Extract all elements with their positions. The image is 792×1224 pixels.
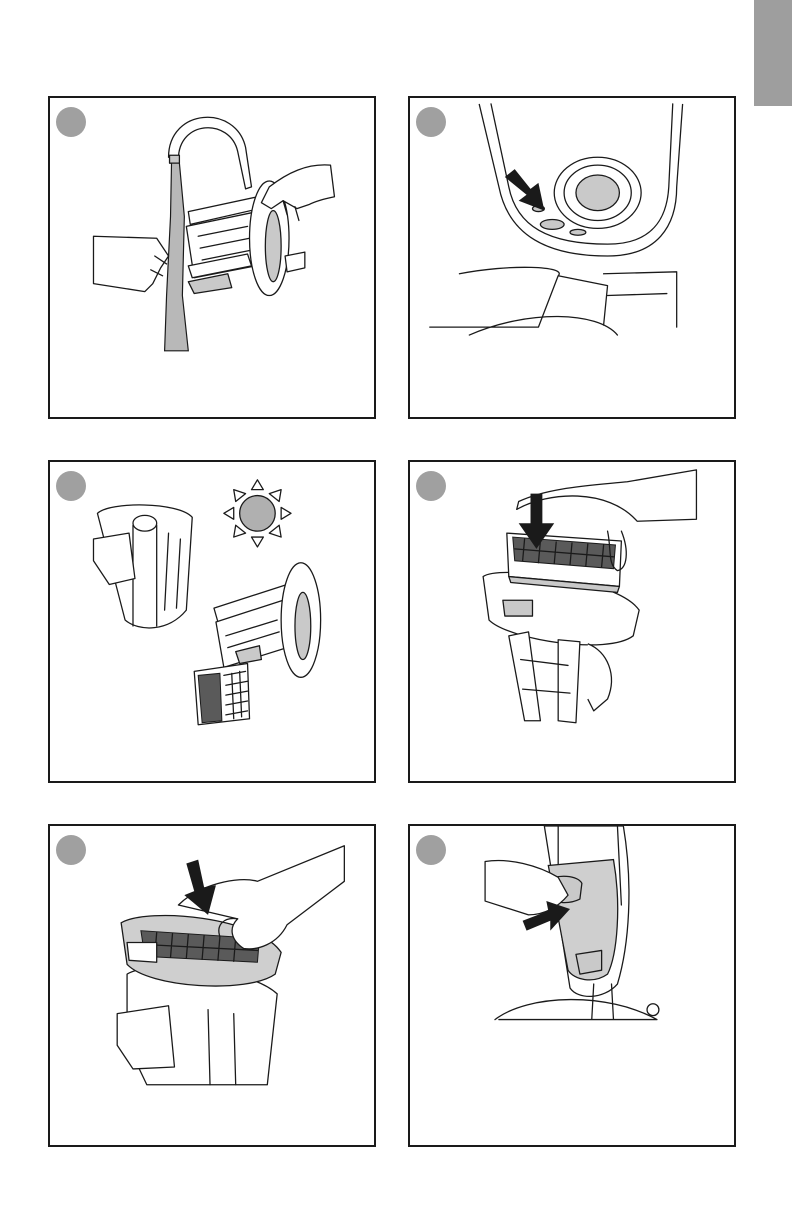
insert-filter-illustration: [410, 462, 734, 781]
step-panel-air-dry: [48, 460, 376, 783]
step-number-dot: [416, 107, 446, 137]
rinse-illustration: [50, 98, 374, 417]
attach-lid-illustration: [50, 826, 374, 1145]
vacuum-body-icon: [495, 826, 659, 1020]
dust-bin-base-icon: [430, 104, 683, 335]
step-panel-check-base: [408, 96, 736, 419]
step-number-dot: [416, 471, 446, 501]
step-number-dot: [56, 835, 86, 865]
dust-cup-icon: [93, 505, 192, 628]
step-number-dot: [416, 835, 446, 865]
filter-housing-icon: [483, 572, 639, 722]
dry-illustration: [50, 462, 374, 781]
filter-housing-icon: [214, 563, 321, 678]
step-number-dot: [56, 107, 86, 137]
filter-icon: [507, 533, 622, 592]
filter-icon: [194, 663, 249, 724]
step-panel-rinse: [48, 96, 376, 419]
section-edge-tab: [754, 0, 792, 106]
base-illustration: [410, 98, 734, 417]
step-panel-insert-filter: [408, 460, 736, 783]
step-panel-reinsert-cup: [408, 824, 736, 1147]
sun-icon: [224, 480, 291, 547]
hand-icon: [93, 236, 168, 291]
reinsert-illustration: [410, 826, 734, 1145]
step-panel-attach-lid: [48, 824, 376, 1147]
step-number-dot: [56, 471, 86, 501]
